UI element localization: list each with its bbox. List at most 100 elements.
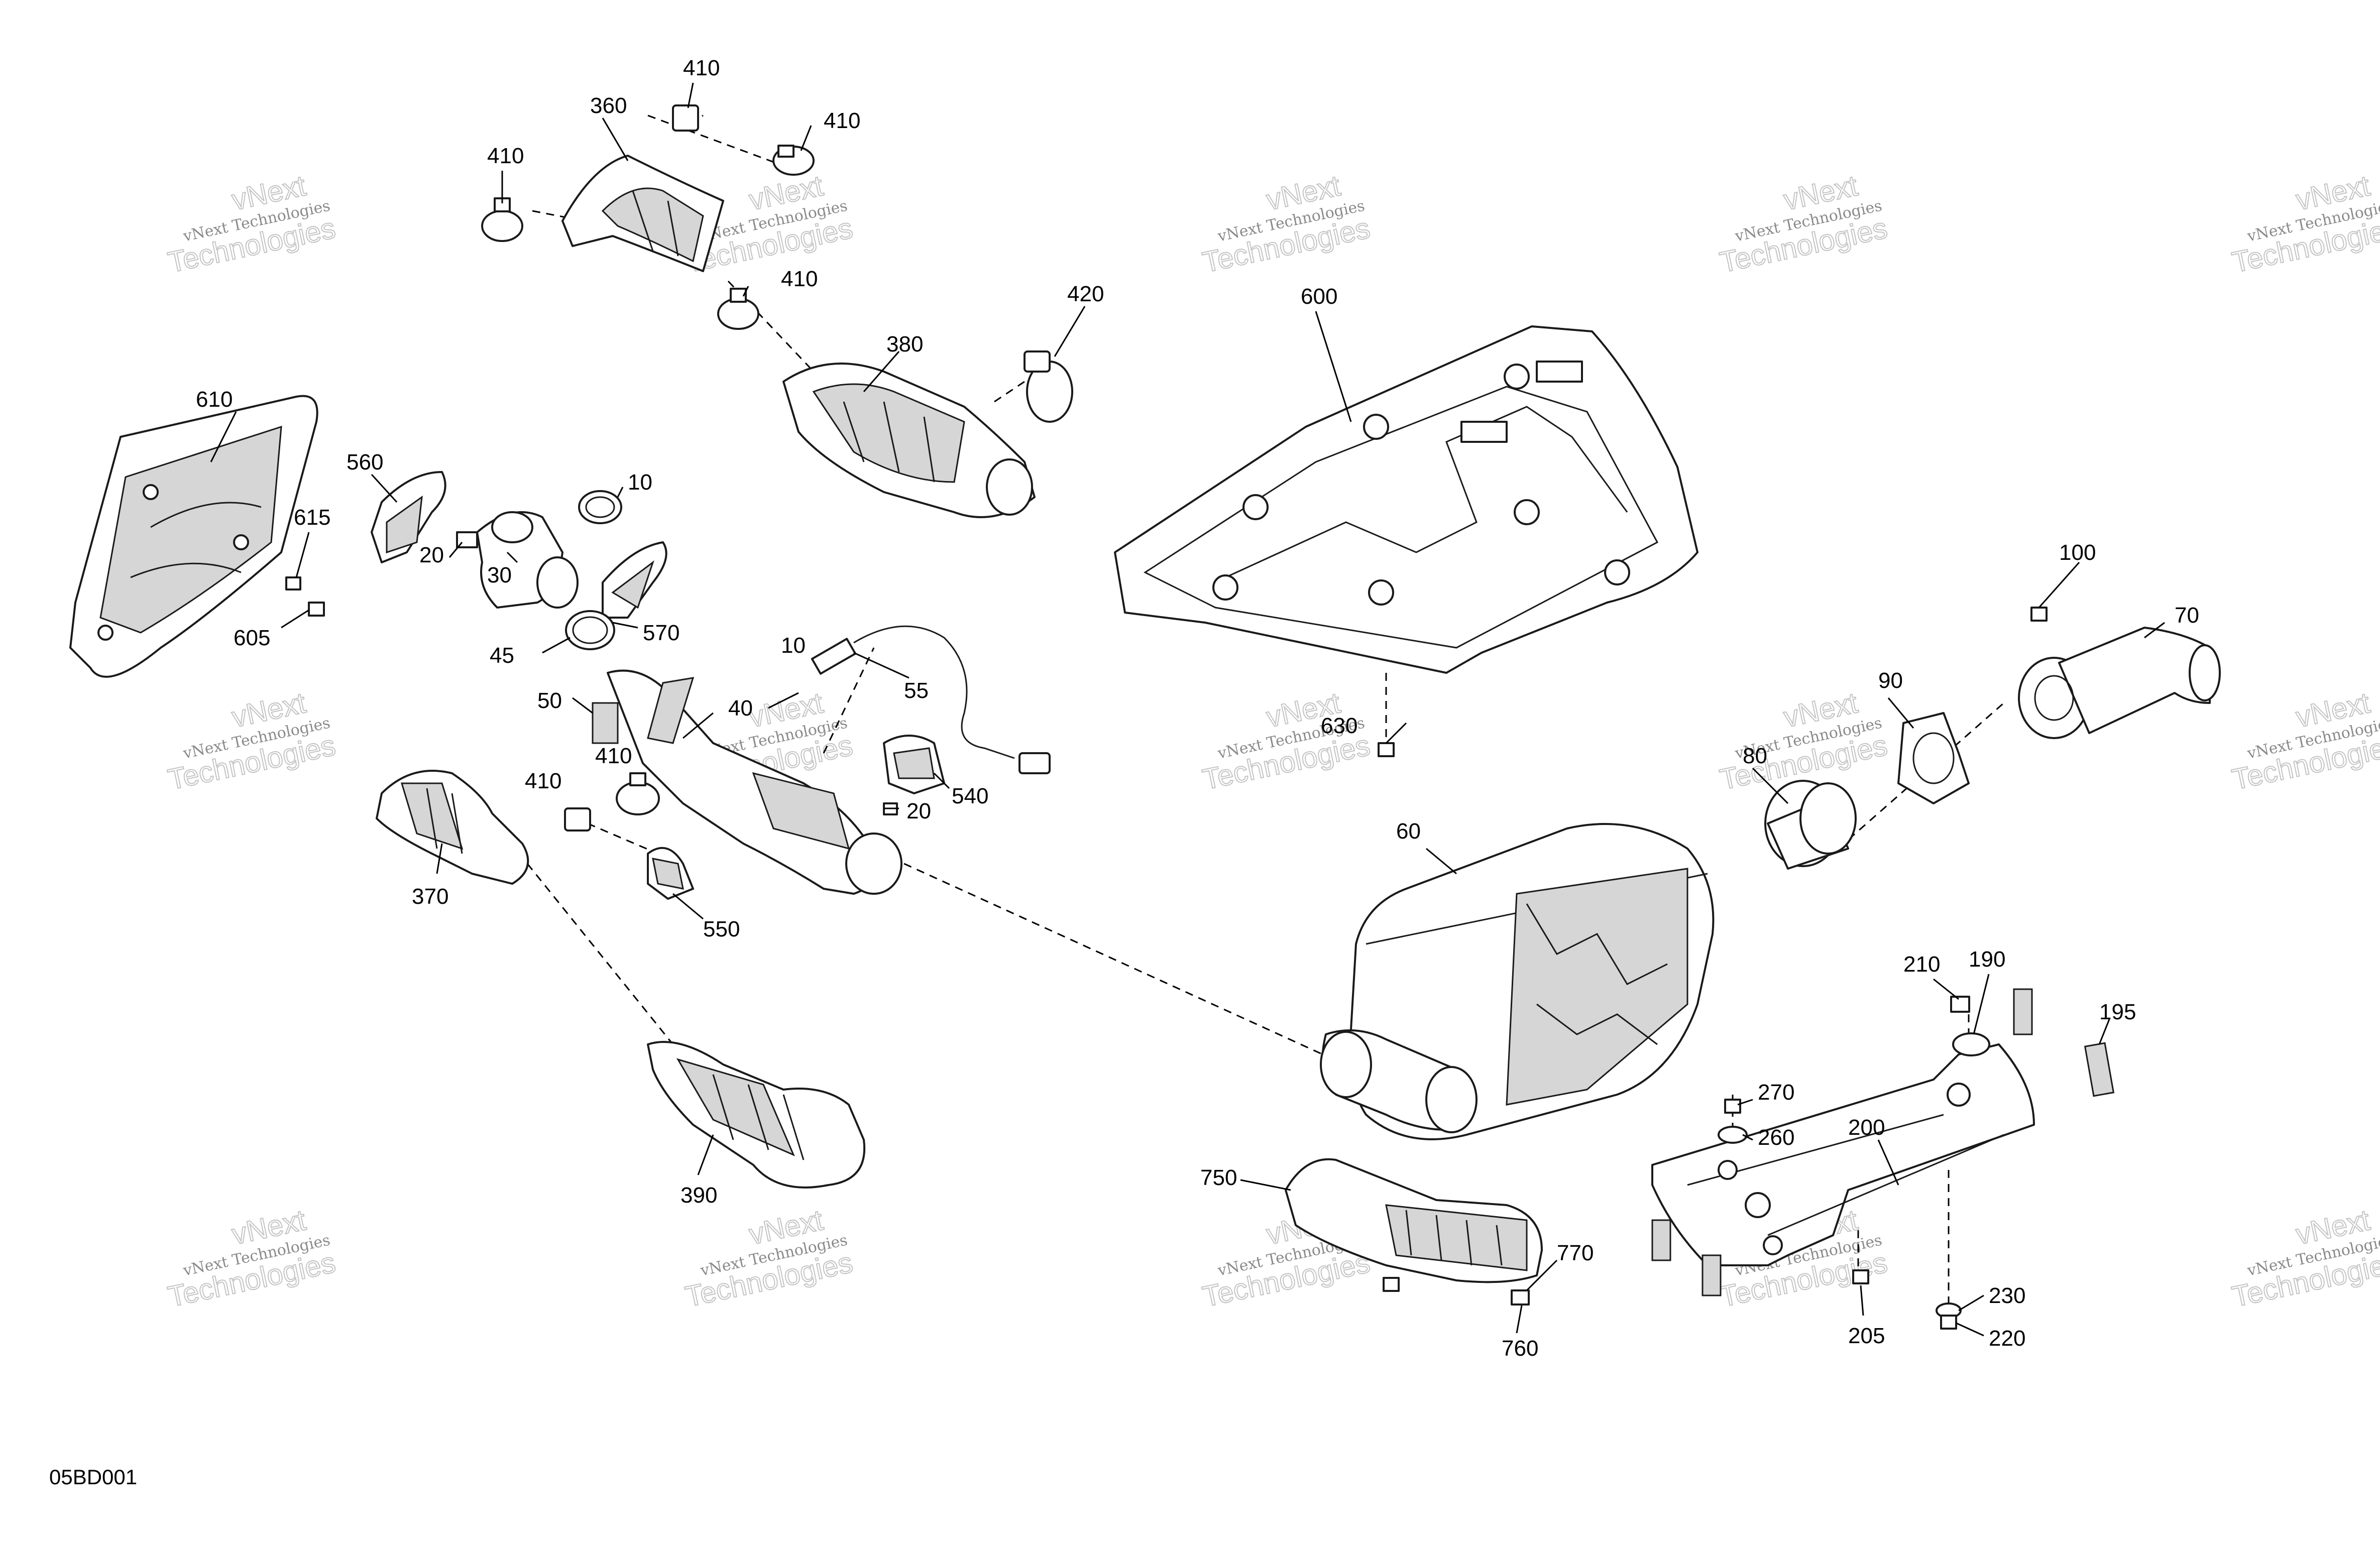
callout-55: 55 (904, 678, 929, 703)
heat-shield-610 (69, 395, 318, 678)
callout-100: 100 (2059, 540, 2096, 565)
pin-10-b (768, 692, 799, 709)
spring-upper (2013, 988, 2033, 1035)
callout-550: 550 (703, 917, 740, 941)
callout-750: 750 (1200, 1165, 1237, 1190)
callout-770: 770 (1557, 1241, 1594, 1265)
gasket-10-a (578, 490, 622, 524)
callout-195: 195 (2099, 1000, 2136, 1024)
nut-760-a (1383, 1277, 1400, 1292)
heat-shield-380 (782, 363, 1036, 518)
bracket-200 (1651, 1043, 2035, 1266)
heat-shield-570 (602, 541, 667, 619)
callout-410: 410 (781, 267, 818, 291)
pipe-30 (476, 511, 579, 609)
clamp-420 (1024, 350, 1073, 423)
gasket-45 (565, 610, 615, 650)
callout-560: 560 (347, 450, 383, 474)
callout-760: 760 (1502, 1336, 1538, 1361)
callout-390: 390 (681, 1183, 717, 1208)
drawing-code: 05BD001 (49, 1465, 138, 1489)
spring-50 (592, 702, 619, 744)
callout-200: 200 (1848, 1115, 1885, 1140)
oxygen-sensor-55 (811, 625, 1051, 774)
muffler-60 (1320, 823, 1715, 1140)
callout-570: 570 (643, 621, 679, 645)
spring-195 (2084, 1042, 2115, 1097)
nut-205 (1852, 1269, 1869, 1284)
heat-shield-390 (647, 1041, 866, 1189)
skid-plate-600 (1114, 325, 1698, 674)
callout-30: 30 (487, 563, 512, 587)
callout-210: 210 (1903, 952, 1940, 977)
heat-shield-370 (376, 770, 529, 885)
callout-360: 360 (590, 93, 627, 118)
heat-shield-550 (647, 847, 694, 900)
heat-shield-360 (561, 155, 724, 272)
callout-205: 205 (1848, 1324, 1885, 1348)
callout-90: 90 (1878, 668, 1903, 693)
callout-40: 40 (728, 696, 753, 721)
callout-60: 60 (1396, 819, 1421, 844)
bolt-615 (285, 576, 301, 590)
callout-380: 380 (886, 332, 923, 357)
callout-410: 410 (683, 56, 720, 80)
callout-370: 370 (412, 884, 448, 909)
callout-20: 20 (906, 799, 931, 823)
heat-shield-750 (1285, 1158, 1543, 1283)
bolt-100 (2030, 607, 2048, 622)
clamp-410-c (481, 197, 523, 242)
clamp-410-b (772, 145, 815, 176)
clamp-410-d (717, 288, 759, 330)
callout-260: 260 (1758, 1125, 1794, 1150)
callout-605: 605 (234, 626, 270, 650)
callout-230: 230 (1989, 1283, 2025, 1308)
heat-shield-540 (883, 735, 945, 794)
callout-615: 615 (294, 505, 330, 530)
callout-540: 540 (952, 784, 988, 808)
fastener-630 (1378, 742, 1395, 757)
leader-lines (210, 82, 2165, 1337)
springs-left (1651, 1219, 1722, 1296)
callout-410: 410 (525, 769, 561, 793)
callout-600: 600 (1301, 284, 1337, 309)
tailpipe-70 (2018, 627, 2221, 739)
callout-20: 20 (419, 543, 444, 567)
callout-190: 190 (1969, 947, 2005, 972)
nut-770 (1511, 1289, 1530, 1305)
bolt-210 (1950, 996, 1970, 1013)
callout-70: 70 (2175, 603, 2199, 628)
gasket-90 (1897, 712, 1970, 804)
callout-220: 220 (1989, 1326, 2025, 1351)
callout-labels: 410 360 410 410 410 420 380 600 610 560 … (196, 56, 2199, 1361)
bolt-605 (308, 602, 325, 617)
washer-260 (1718, 1126, 1748, 1144)
callout-410: 410 (595, 744, 632, 768)
callout-10: 10 (628, 470, 652, 495)
clamp-410-a (672, 104, 699, 132)
clamp-410-e (616, 772, 660, 815)
bolt-270 (1724, 1099, 1741, 1114)
callout-410: 410 (487, 144, 524, 168)
callout-80: 80 (1743, 744, 1767, 768)
callout-410: 410 (824, 108, 860, 133)
callout-270: 270 (1758, 1080, 1794, 1105)
callout-610: 610 (196, 387, 233, 412)
nut-220 (1940, 1315, 1957, 1330)
callout-50: 50 (537, 688, 562, 713)
callout-420: 420 (1067, 282, 1104, 306)
washer-190 (1952, 1032, 1990, 1056)
sleeve-80 (1764, 780, 1857, 870)
